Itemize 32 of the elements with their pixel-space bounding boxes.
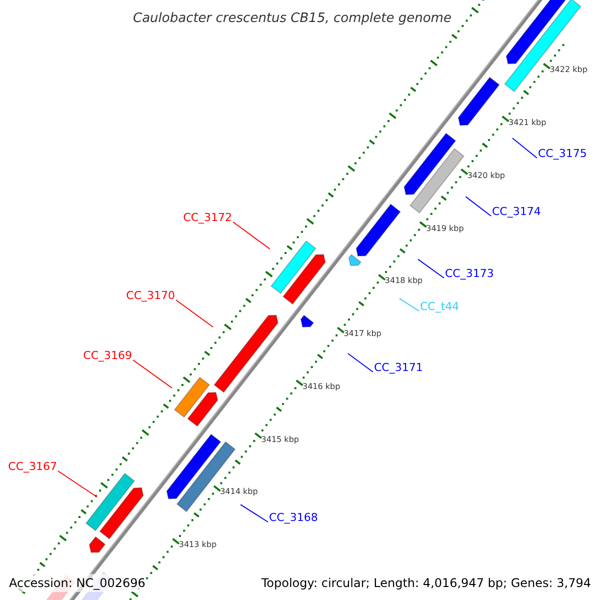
leader-line	[232, 222, 270, 250]
leader-line	[347, 353, 374, 372]
position-label: 3413 kbp	[178, 540, 217, 550]
leader-line	[465, 196, 492, 216]
position-label: 3416 kbp	[302, 382, 340, 392]
leader-line	[58, 470, 98, 498]
leader-line	[399, 298, 420, 312]
gene-label: CC_3173	[445, 267, 494, 280]
leader-line	[176, 300, 214, 328]
leader-line	[418, 258, 444, 278]
position-label: 3418 kbp	[384, 276, 423, 286]
leader-line	[240, 504, 268, 522]
map-title: Caulobacter crescentus CB15, complete genome	[133, 10, 452, 28]
leader-line	[132, 360, 172, 388]
gene-label: CC_3175	[538, 147, 587, 160]
gene-label: CC_3167	[8, 460, 57, 473]
gene-label: CC_3172	[183, 211, 232, 224]
position-label: 3414 kbp	[220, 487, 258, 498]
accession-label: Accession: NC_002696	[9, 574, 146, 592]
leader-line	[512, 138, 538, 158]
gene-label: CC_3170	[126, 289, 175, 302]
position-label: 3417 kbp	[344, 329, 382, 340]
gene-label: CC_3171	[374, 361, 423, 374]
gene-label: CC_3174	[492, 205, 541, 218]
position-label: 3415 kbp	[261, 434, 299, 445]
gene-label: CC_3169	[83, 349, 132, 362]
position-label: 3421 kbp	[508, 118, 546, 128]
position-label: 3422 kbp	[550, 65, 588, 76]
position-label: 3419 kbp	[426, 224, 464, 234]
gene-label: CC_3168	[269, 511, 318, 524]
position-label: 3420 kbp	[467, 170, 506, 181]
gene-label: CC_t44	[420, 300, 460, 313]
